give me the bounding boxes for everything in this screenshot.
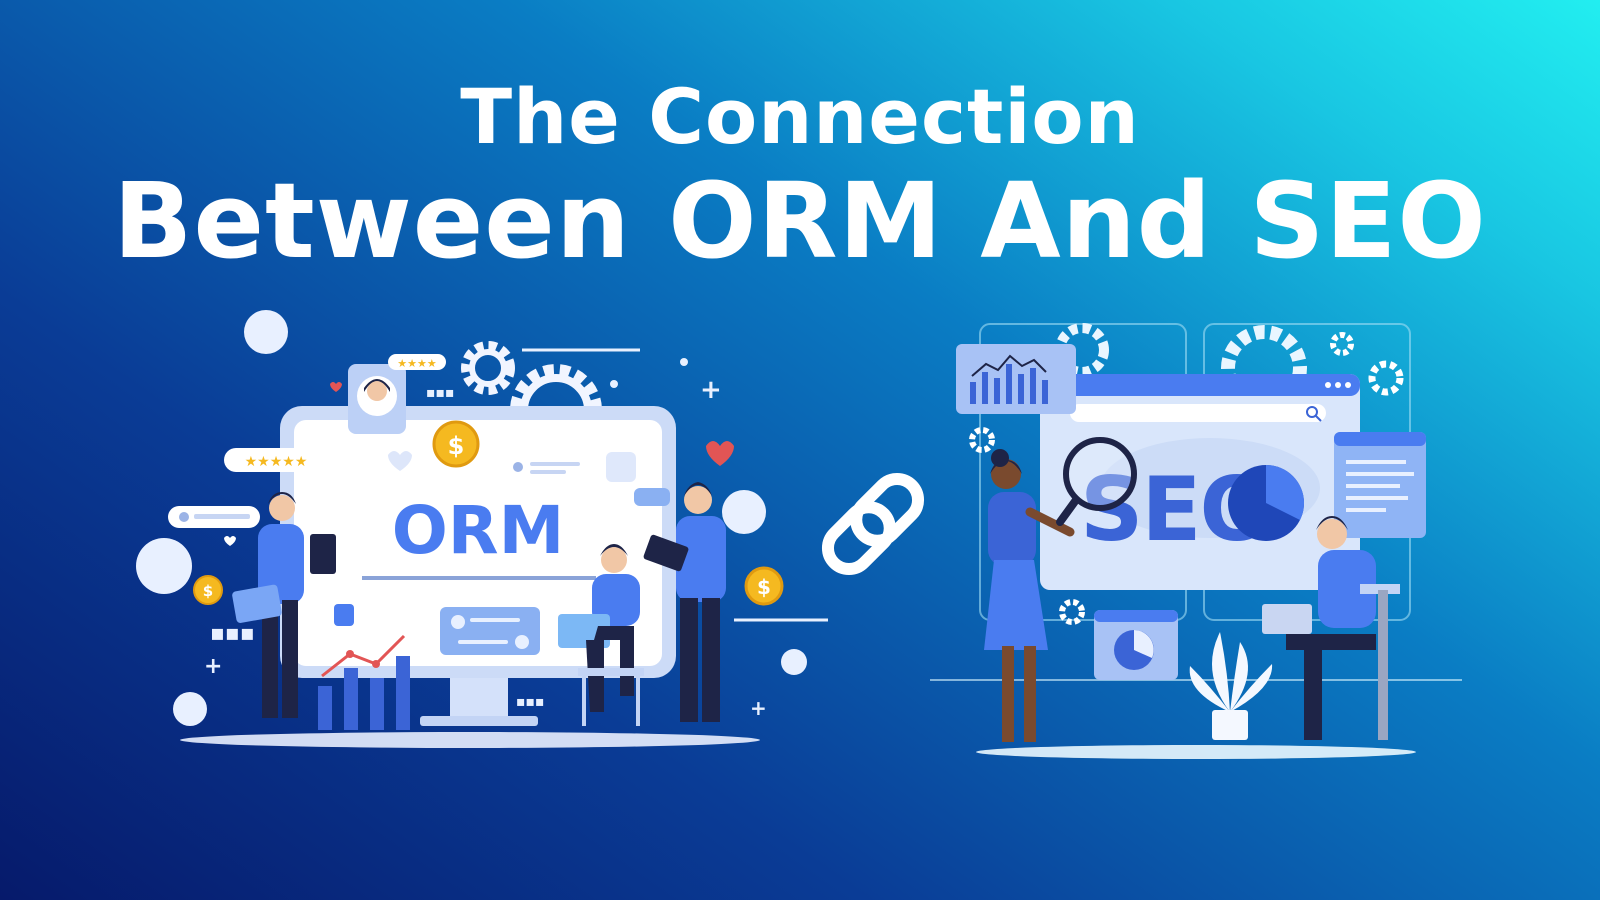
search-input [1070,404,1326,422]
deco-circle [722,490,766,534]
pie-chart-icon [1228,465,1305,541]
headline-line-1: The Connection [460,72,1140,161]
deco-dot [680,358,688,366]
thumbs-up-icon [334,604,354,626]
deco-dot [610,380,618,388]
person-orm-woman [232,492,336,718]
dots-icon: ▪▪▪ [210,621,255,646]
rating-pill [388,354,446,370]
person-seo-woman [984,437,1137,742]
orm-bar-chart [318,634,410,730]
comment-card [168,506,260,546]
thumbs-up-icon [606,452,636,482]
seo-ground-shadow [976,745,1416,759]
gear-icon [461,341,515,395]
orm-ground-shadow [180,732,760,748]
plus-icon: + [204,654,222,679]
avatar-card: ★★★★ [348,354,446,434]
dots-icon: ▪▪▪ [426,385,454,401]
heart-icon [330,382,342,392]
dollar-coin-icon: $ [432,420,480,468]
pie-card [1094,610,1178,680]
search-icon [1306,406,1322,422]
plus-icon: + [750,696,767,720]
chat-bubble-icon [618,512,654,528]
heart-icon [224,536,236,546]
seo-browser-board: SEO [1040,374,1360,590]
gear-icon [1368,360,1404,396]
chair [1360,584,1400,594]
document-card [1334,432,1426,538]
svg-text:$: $ [448,432,465,460]
monitor-stand [450,678,508,720]
deco-circle [244,310,288,354]
seo-illustration: SEO [930,323,1462,759]
dollar-coin-icon: $ [744,566,784,606]
orm-illustration: + + + ▪▪▪ ▪▪▪ ▪▪▪ ORM [136,310,828,748]
gear-icon [1059,599,1085,625]
analytics-card [956,344,1076,414]
gear-icon [969,427,995,453]
dollar-coin-icon: $ [193,575,223,605]
heart-icon [388,451,412,471]
gear-icon [1330,332,1354,356]
orm-screen-label: ORM [392,492,565,569]
heart-icon [706,441,734,466]
star-rating: ★★★★★ [245,454,308,470]
user-icon [513,462,523,472]
person-orm-standing [643,482,726,722]
star-rating: ★★★★ [397,357,437,370]
monitor-base [420,716,538,726]
rating-card: ★★★★★ [224,448,328,472]
chat-bubble-icon [634,488,670,506]
person-seo-man [1262,516,1400,740]
dots-icon: ▪▪▪ [516,694,544,710]
stool [578,668,644,676]
person-orm-sitting [558,544,644,726]
orm-monitor: ORM [280,406,676,726]
magnifier-icon [1056,437,1137,526]
link-chain-icon [821,472,925,576]
svg-text:$: $ [757,575,771,599]
svg-text:$: $ [203,582,213,600]
laptop [1262,604,1312,634]
deco-circle [781,649,807,675]
headline-line-2: Between ORM And SEO [113,160,1487,282]
deco-circle [173,692,207,726]
plant-decoration [1189,632,1273,740]
plus-icon: + [700,375,722,405]
deco-circle [136,538,192,594]
